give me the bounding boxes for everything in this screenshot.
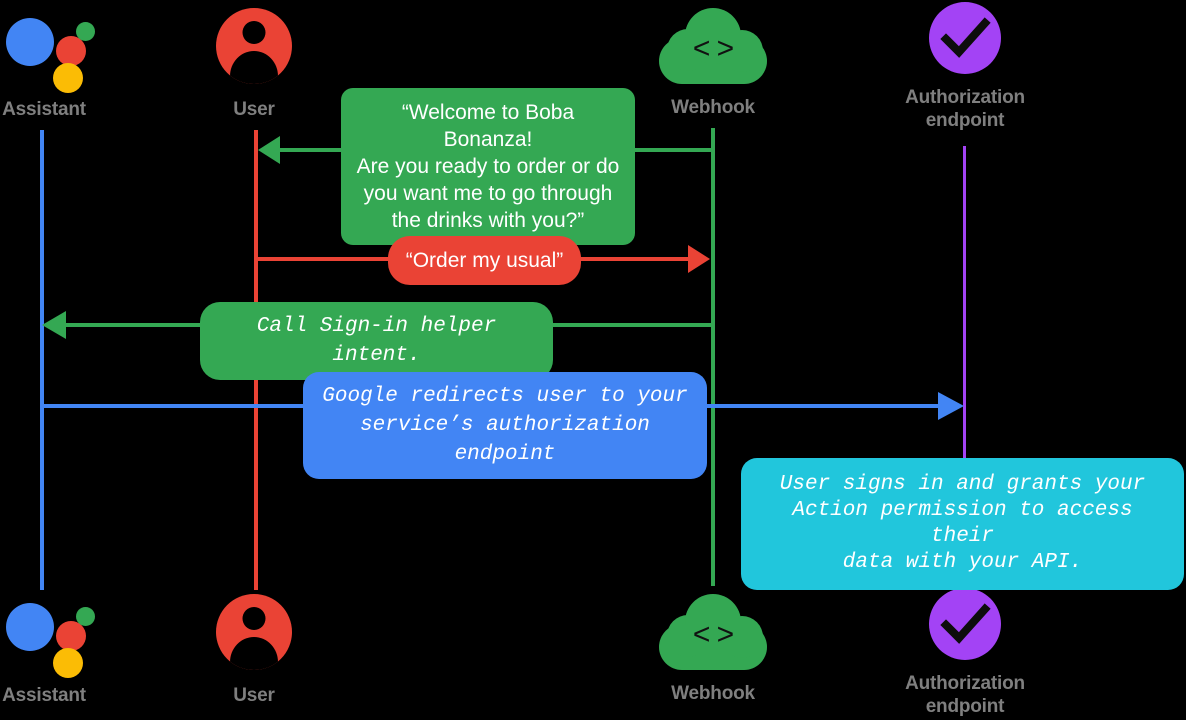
cloud-bump-right <box>721 30 763 72</box>
actor-label-user-bottom: User <box>233 685 275 706</box>
user-head-shape <box>242 21 266 44</box>
actor-label-user-top: User <box>233 99 275 120</box>
purple-checkmark-icon-bottom <box>929 588 1001 660</box>
message-order-my-usual: “Order my usual” <box>388 236 581 285</box>
code-brackets-glyph: < > <box>692 32 734 65</box>
cloud-code-icon: < > <box>659 8 767 84</box>
assistant-blue-dot-icon <box>6 18 54 66</box>
user-body-shape-bottom <box>230 637 278 670</box>
lifeline-authorization <box>963 146 966 590</box>
arrow-head-welcome-left <box>258 136 280 164</box>
cloud-bump-right-bottom <box>721 616 763 658</box>
google-assistant-icon-bottom <box>6 593 96 678</box>
checkmark-glyph <box>940 17 991 58</box>
lifeline-webhook <box>711 128 715 586</box>
assistant-green-dot-icon <box>76 22 95 41</box>
checkmark-glyph-bottom <box>940 603 991 644</box>
message-user-grants-permission: User signs in and grants your Action per… <box>741 458 1184 590</box>
assistant-green-dot-icon-bottom <box>76 607 95 626</box>
assistant-red-dot-icon <box>56 36 86 66</box>
arrow-head-order-right <box>688 245 710 273</box>
actor-label-assistant-bottom: Assistant <box>2 685 86 706</box>
lifeline-assistant <box>40 130 44 590</box>
message-call-signin-helper: Call Sign-in helper intent. <box>200 302 553 380</box>
message-google-redirect: Google redirects user to your service’s … <box>303 372 707 479</box>
arrow-head-redirect-right <box>938 392 964 420</box>
actor-label-assistant-top: Assistant <box>2 99 86 120</box>
user-avatar-icon <box>216 8 292 84</box>
actor-label-webhook-bottom: Webhook <box>671 683 755 704</box>
actor-label-webhook-top: Webhook <box>671 97 755 118</box>
purple-checkmark-icon <box>929 2 1001 74</box>
code-brackets-glyph-bottom: < > <box>692 618 734 651</box>
message-welcome: “Welcome to Boba Bonanza! Are you ready … <box>341 88 635 245</box>
assistant-blue-dot-icon-bottom <box>6 603 54 651</box>
arrow-head-signin-left <box>42 311 66 339</box>
actor-label-authorization-bottom: Authorization endpoint <box>905 673 1025 717</box>
cloud-code-icon-bottom: < > <box>659 594 767 670</box>
actor-label-authorization-top: Authorization endpoint <box>905 87 1025 131</box>
assistant-red-dot-icon-bottom <box>56 621 86 651</box>
assistant-yellow-dot-icon-bottom <box>53 648 83 678</box>
user-avatar-icon-bottom <box>216 594 292 670</box>
user-head-shape-bottom <box>242 607 266 630</box>
google-assistant-icon <box>6 8 96 93</box>
user-body-shape <box>230 51 278 84</box>
assistant-yellow-dot-icon <box>53 63 83 93</box>
